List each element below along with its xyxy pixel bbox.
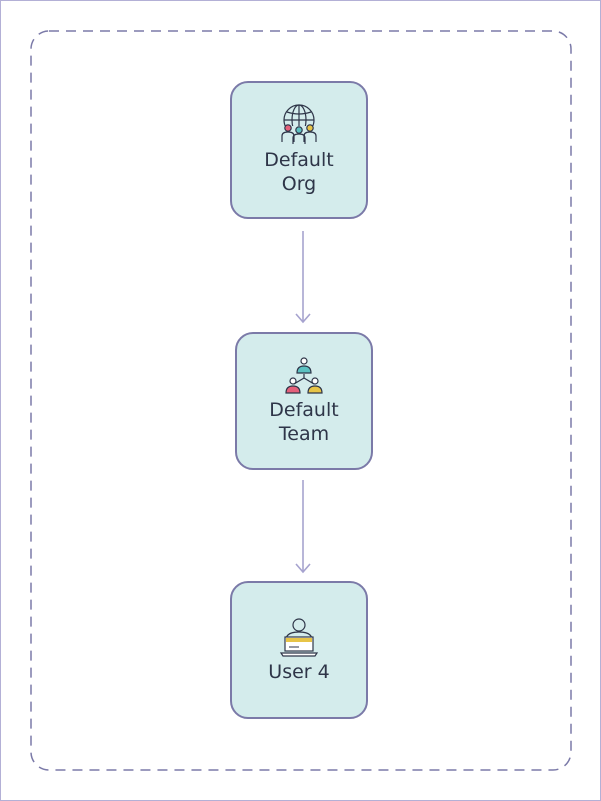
edge-team-to-user — [295, 480, 311, 574]
node-default-team[interactable]: Default Team — [235, 332, 373, 470]
node-label: Default Org — [264, 149, 334, 195]
node-default-org[interactable]: Default Org — [230, 81, 368, 219]
team-hierarchy-icon — [282, 356, 326, 396]
node-user-4[interactable]: User 4 — [230, 581, 368, 719]
user-laptop-icon — [279, 616, 319, 658]
organization-globe-icon — [279, 104, 319, 146]
edge-org-to-team — [295, 231, 311, 324]
node-label: User 4 — [268, 661, 330, 683]
node-label: Default Team — [269, 399, 339, 445]
